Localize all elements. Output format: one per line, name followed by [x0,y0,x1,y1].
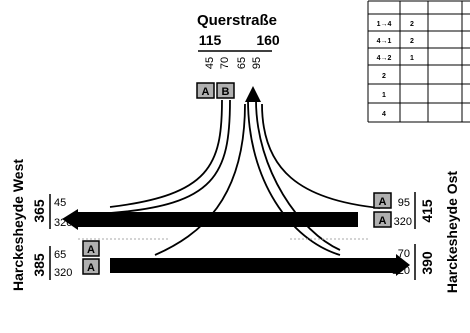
east-total-lower: 390 [419,251,435,275]
svg-text:A: A [379,215,387,227]
north-total-out: 160 [256,32,280,48]
westbound-stream [62,209,358,230]
north-signal-b: B [216,82,235,99]
phase-cell-r0c1: 2 [410,21,414,28]
phase-cell-r2c1: 1 [410,55,414,62]
svg-text:A: A [202,86,210,98]
west-road-label: Harckesheyde West [10,159,26,291]
east-signal-upper: A [373,192,392,209]
svg-text:A: A [379,196,387,208]
east-total-upper: 415 [419,199,435,223]
west-lower-volume-2: 320 [54,267,72,279]
north-lane-volume-2: 70 [219,57,231,69]
west-lower-volume-1: 65 [54,249,66,261]
west-total-upper: 365 [31,199,47,223]
north-turn-streams [109,99,381,256]
phase-cell-r0c0: 1→4 [377,21,392,28]
east-lower-volume-1: 70 [398,248,410,260]
phase-cell-r5c0: 4 [382,111,386,118]
north-signal-a: A [196,82,215,99]
west-upper-volume-2: 320 [54,217,72,229]
svg-text:A: A [87,262,95,274]
west-upper-volume-1: 45 [54,197,66,209]
east-upper-volume-2: 320 [394,216,412,228]
svg-text:B: B [222,86,230,98]
north-road-label: Querstraße [197,12,277,29]
north-outbound-arrow [245,86,261,102]
east-upper-volume-1: 95 [398,197,410,209]
north-lane-volume-4: 95 [251,57,263,69]
phase-cell-r1c0: 4→1 [377,38,392,45]
east-lower-volume-2: 320 [392,265,410,277]
west-signal-upper: A [82,240,100,257]
phase-table: 1→4 2 4→1 2 4→2 1 2 1 4 [367,0,470,123]
west-signal-lower: A [82,258,100,275]
north-lane-volume-3: 65 [236,57,248,69]
north-total-in: 115 [199,32,222,48]
phase-cell-r3c0: 2 [382,73,386,80]
eastbound-stream [110,254,410,276]
east-signal-lower: A [373,211,392,228]
west-total-lower: 385 [31,253,47,277]
phase-cell-r1c1: 2 [410,38,414,45]
svg-text:A: A [87,244,95,256]
phase-cell-r4c0: 1 [382,92,386,99]
north-lane-volume-1: 45 [204,57,216,69]
phase-cell-r2c0: 4→2 [377,55,392,62]
east-road-label: Harckesheyde Ost [444,171,460,294]
